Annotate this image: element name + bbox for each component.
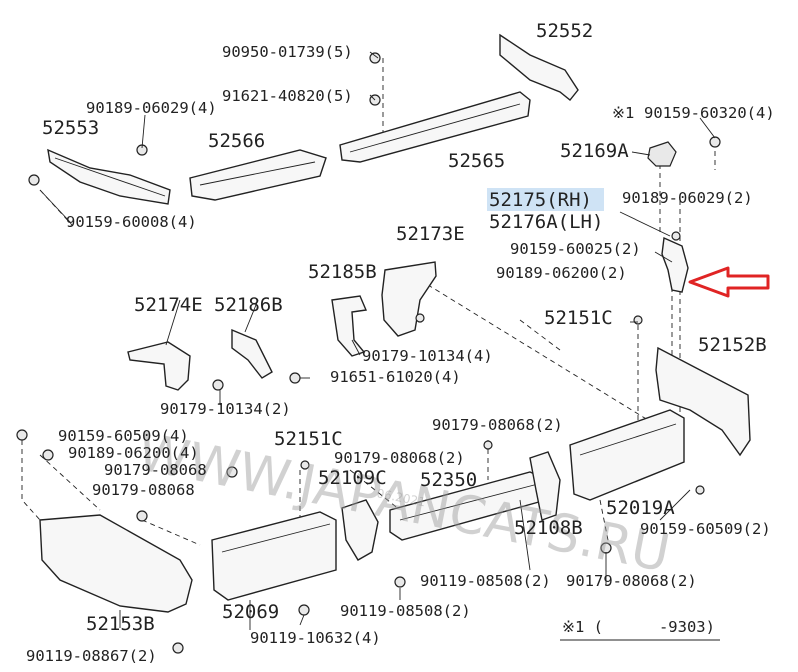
label-90179-08068-a: 90179-08068 — [104, 461, 207, 479]
label-footnote: ※1 ( -9303) — [562, 618, 715, 636]
label-note-1: ※1 — [612, 104, 634, 122]
label-52108B: 52108B — [514, 517, 583, 539]
label-52151C-top: 52151C — [544, 307, 613, 329]
part-52019A-reinforcement — [569, 409, 685, 501]
label-90179-10134-2: 90179-10134(2) — [160, 400, 291, 418]
label-52069: 52069 — [222, 601, 279, 623]
part-52152B-end-cap — [655, 346, 751, 457]
label-90179-10134-4: 90179-10134(4) — [362, 347, 493, 365]
assembly-dashed-lines — [21, 58, 716, 551]
part-52186B-retainer — [231, 328, 273, 379]
label-52153B: 52153B — [86, 613, 155, 635]
part-52173E-bracket — [381, 261, 437, 337]
part-52566-plate — [189, 149, 327, 201]
label-90159-60008: 90159-60008(4) — [66, 213, 197, 231]
label-91651-61020: 91651-61020(4) — [330, 368, 461, 386]
part-52108B-cover — [529, 451, 561, 521]
label-52109C: 52109C — [318, 467, 387, 489]
part-52553-moulding — [47, 148, 171, 205]
part-52552-moulding — [499, 33, 579, 101]
label-52566: 52566 — [208, 130, 265, 152]
label-90119-08508-2-a: 90119-08508(2) — [420, 572, 551, 590]
label-52151C-low: 52151C — [274, 428, 343, 450]
label-52173E: 52173E — [396, 223, 465, 245]
part-labels: 52552 90950-01739(5) 91621-40820(5) 9018… — [26, 20, 775, 665]
label-90119-10632: 90119-10632(4) — [250, 629, 381, 647]
label-52169A: 52169A — [560, 140, 629, 162]
label-90179-08068-b: 90179-08068 — [92, 481, 195, 499]
part-52153B-end-cap — [39, 514, 193, 613]
part-52174E-bracket — [127, 341, 191, 391]
label-90119-08867: 90119-08867(2) — [26, 647, 157, 665]
label-90189-06029-2: 90189-06029(2) — [622, 189, 753, 207]
label-52186B: 52186B — [214, 294, 283, 316]
label-90159-60509-2: 90159-60509(2) — [640, 520, 771, 538]
label-90179-08068-2-mid: 90179-08068(2) — [334, 449, 465, 467]
part-52565-plate — [339, 91, 531, 163]
label-52350: 52350 — [420, 469, 477, 491]
label-90950-01739: 90950-01739(5) — [222, 43, 353, 61]
label-52152B: 52152B — [698, 334, 767, 356]
label-52552: 52552 — [536, 20, 593, 42]
label-52176A: 52176A(LH) — [489, 211, 603, 233]
part-52109C-cover — [341, 499, 379, 561]
label-90189-06200-2: 90189-06200(2) — [496, 264, 627, 282]
label-52175: 52175(RH) — [489, 189, 592, 211]
part-52169A-stopper — [647, 141, 677, 167]
label-91621-40820: 91621-40820(5) — [222, 87, 353, 105]
highlight-52175 — [487, 188, 604, 211]
label-90179-08068-2-low: 90179-08068(2) — [566, 572, 697, 590]
label-90189-06200-4: 90189-06200(4) — [68, 444, 199, 462]
label-90159-60509-4: 90159-60509(4) — [58, 427, 189, 445]
label-52019A: 52019A — [606, 497, 675, 519]
leader-lines — [39, 51, 716, 630]
label-90159-60320: 90159-60320(4) — [644, 104, 775, 122]
label-90189-06029-4: 90189-06029(4) — [86, 99, 217, 117]
label-90159-60025: 90159-60025(2) — [510, 240, 641, 258]
part-52185B-retainer — [331, 295, 368, 357]
part-52069-reinforcement — [211, 511, 337, 601]
label-52174E: 52174E — [134, 294, 203, 316]
label-90179-08068-2-top: 90179-08068(2) — [432, 416, 563, 434]
label-52553: 52553 — [42, 117, 99, 139]
label-52565: 52565 — [448, 150, 505, 172]
part-52175-bracket — [661, 236, 689, 293]
label-52185B: 52185B — [308, 261, 377, 283]
red-pointer-arrow — [688, 266, 770, 298]
label-90119-08508-2-b: 90119-08508(2) — [340, 602, 471, 620]
